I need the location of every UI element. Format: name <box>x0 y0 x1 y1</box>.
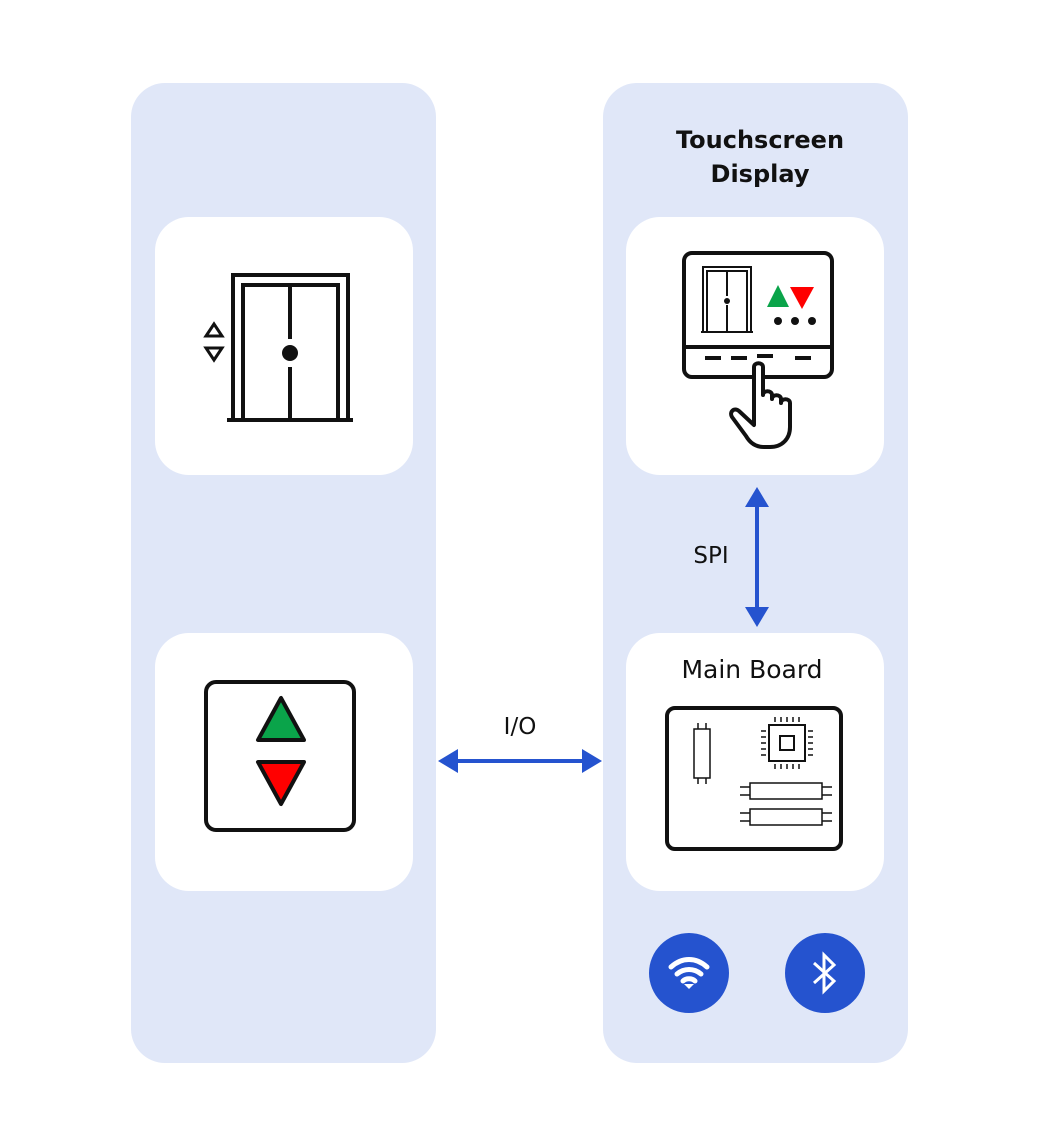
down-arrow-icon <box>256 760 306 806</box>
elevator-icon <box>203 273 353 422</box>
touchscreen-title-line1: Touchscreen <box>675 126 845 154</box>
bluetooth-badge <box>785 933 865 1013</box>
up-down-buttons-icon <box>204 680 356 832</box>
up-arrow-icon <box>256 696 306 742</box>
elevator-card <box>155 217 413 475</box>
touchscreen-title: Touchscreen Display <box>603 123 917 191</box>
touchscreen-card <box>626 217 884 475</box>
right-panel: Touchscreen Display <box>603 83 908 1063</box>
main-board-card: Main Board <box>626 633 884 891</box>
io-label: I/O <box>503 714 537 740</box>
wifi-icon <box>668 957 710 989</box>
touchscreen-title-line2: Display <box>710 160 810 188</box>
circuit-board-icon <box>665 706 843 851</box>
wifi-badge <box>649 933 729 1013</box>
spi-arrow <box>745 487 769 627</box>
left-panel <box>131 83 436 1063</box>
touchscreen-icon <box>682 251 834 449</box>
spi-label: SPI <box>693 543 729 569</box>
call-buttons-card <box>155 633 413 891</box>
main-board-title: Main Board <box>681 655 823 684</box>
bluetooth-icon <box>812 951 837 995</box>
io-arrow <box>438 749 602 773</box>
chip-icon <box>761 717 813 769</box>
